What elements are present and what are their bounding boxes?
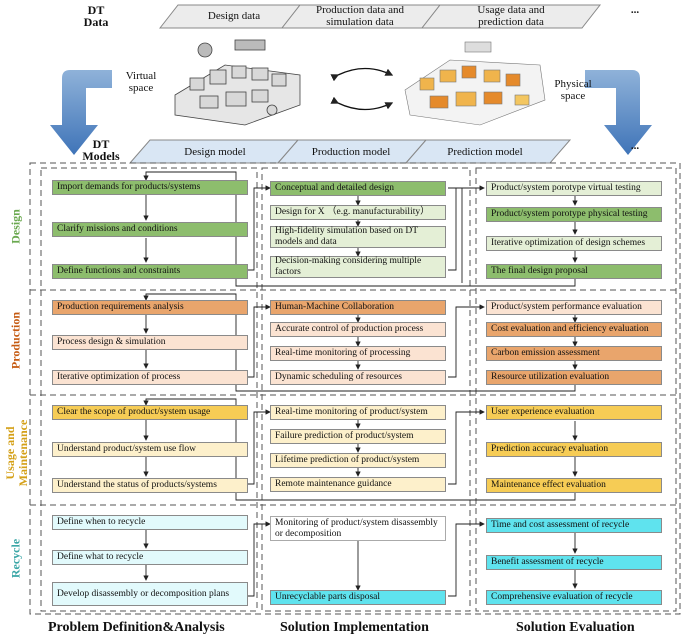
c2-recycle-box-1: Monitoring of product/system disassembly… — [270, 516, 446, 541]
c2-usage-box-1: Real-time monitoring of product/system — [270, 405, 446, 420]
virtual-factory-illustration — [174, 39, 301, 126]
c3-production-box-1: Product/system performance evaluation — [486, 300, 662, 315]
c2-design-box-1: Conceptual and detailed design — [270, 181, 446, 196]
c2-production-box-1: Human-Machine Collaboration — [270, 300, 446, 315]
c3-recycle-box-1: Time and cost assessment of recycle — [486, 518, 662, 533]
data-item-more: ... — [630, 4, 640, 16]
c1-design-box-2: Clarify missions and conditions — [52, 222, 248, 237]
c3-design-box-3: Iterative optimization of design schemes — [486, 236, 662, 251]
c2-production-box-2: Accurate control of production process — [270, 322, 446, 337]
c1-usage-box-2: Understand product/system use flow — [52, 442, 248, 457]
c1-production-box-1: Production requirements analysis — [52, 300, 248, 315]
physical-space-label: Physical space — [554, 78, 592, 102]
row-label-production: Production — [8, 311, 23, 370]
data-item-design: Design data — [207, 10, 261, 22]
c1-usage-box-1: Clear the scope of product/system usage — [52, 405, 248, 420]
row-label-recycle: Recycle — [8, 538, 23, 579]
row-label-usage: Usage and Maintenance — [3, 419, 30, 487]
column-frame-2 — [261, 167, 471, 612]
c1-production-box-3: Iterative optimization of process — [52, 370, 248, 385]
c2-design-box-4: Decision-making considering multiple fac… — [270, 256, 446, 278]
model-item-more: ... — [630, 140, 640, 152]
c3-usage-box-3: Maintenance effect evaluation — [486, 478, 662, 493]
c1-design-box-3: Define functions and constraints — [52, 264, 248, 279]
c2-design-box-3: High-fidelity simulation based on DT mod… — [270, 226, 446, 248]
cross-column-connectors — [143, 171, 576, 597]
c3-design-box-2: Product/system porotype physical testing — [486, 207, 662, 222]
virtual-space-label: Virtual space — [125, 70, 157, 94]
c1-recycle-box-2: Define what to recycle — [52, 550, 248, 565]
c3-recycle-box-2: Benefit assessment of recycle — [486, 555, 662, 570]
c3-production-box-3: Carbon emission assessment — [486, 346, 662, 361]
c3-design-box-4: The final design proposal — [486, 264, 662, 279]
dt-models-band — [128, 139, 572, 164]
virtual-space-arrow — [50, 70, 112, 155]
c2-usage-box-3: Lifetime prediction of product/system — [270, 453, 446, 468]
c3-usage-box-1: User experience evaluation — [486, 405, 662, 420]
column-frame-3 — [475, 167, 677, 612]
c3-usage-box-2: Prediction accuracy evaluation — [486, 442, 662, 457]
column-title-problem-definition: Problem Definition&Analysis — [48, 620, 225, 635]
sync-arrows — [330, 67, 394, 111]
c2-usage-box-4: Remote maintenance guidance — [270, 477, 446, 492]
c1-production-box-2: Process design & simulation — [52, 335, 248, 350]
c1-usage-box-3: Understand the status of products/system… — [52, 478, 248, 493]
physical-factory-illustration — [404, 41, 546, 126]
physical-space-arrow — [585, 70, 652, 155]
outer-frame — [29, 162, 681, 615]
row-separators — [30, 289, 680, 506]
c3-production-box-4: Resource utilization evaluation — [486, 370, 662, 385]
c2-design-box-2: Design for X （e.g. manufacturability） — [270, 205, 446, 220]
row-label-design: Design — [8, 209, 23, 244]
c3-design-box-1: Product/system porotype virtual testing — [486, 181, 662, 196]
column-title-solution-implementation: Solution Implementation — [280, 620, 429, 635]
c2-recycle-box-2: Unrecyclable parts disposal — [270, 590, 446, 605]
c3-recycle-box-3: Comprehensive evaluation of recycle — [486, 590, 662, 605]
dt-models-label: DT Models — [82, 137, 120, 163]
data-item-usage: Usage data and prediction data — [477, 4, 545, 28]
model-item-design: Design model — [184, 146, 246, 158]
c1-recycle-box-1: Define when to recycle — [52, 515, 248, 530]
dt-data-band — [158, 4, 602, 29]
c2-production-box-3: Real-time monitoring of processing — [270, 346, 446, 361]
c3-production-box-2: Cost evaluation and efficiency evaluatio… — [486, 322, 662, 337]
model-item-production: Production model — [311, 146, 391, 158]
c1-design-box-1: Import demands for products/systems — [52, 180, 248, 195]
dt-data-label: DT Data — [83, 3, 109, 29]
c2-usage-box-2: Failure prediction of product/system — [270, 429, 446, 444]
model-item-prediction: Prediction model — [447, 146, 523, 158]
c2-production-box-4: Dynamic scheduling of resources — [270, 370, 446, 385]
c1-recycle-box-3: Develop disassembly or decomposition pla… — [52, 582, 248, 606]
data-item-production: Production data and simulation data — [316, 4, 404, 28]
column-title-solution-evaluation: Solution Evaluation — [516, 620, 635, 635]
